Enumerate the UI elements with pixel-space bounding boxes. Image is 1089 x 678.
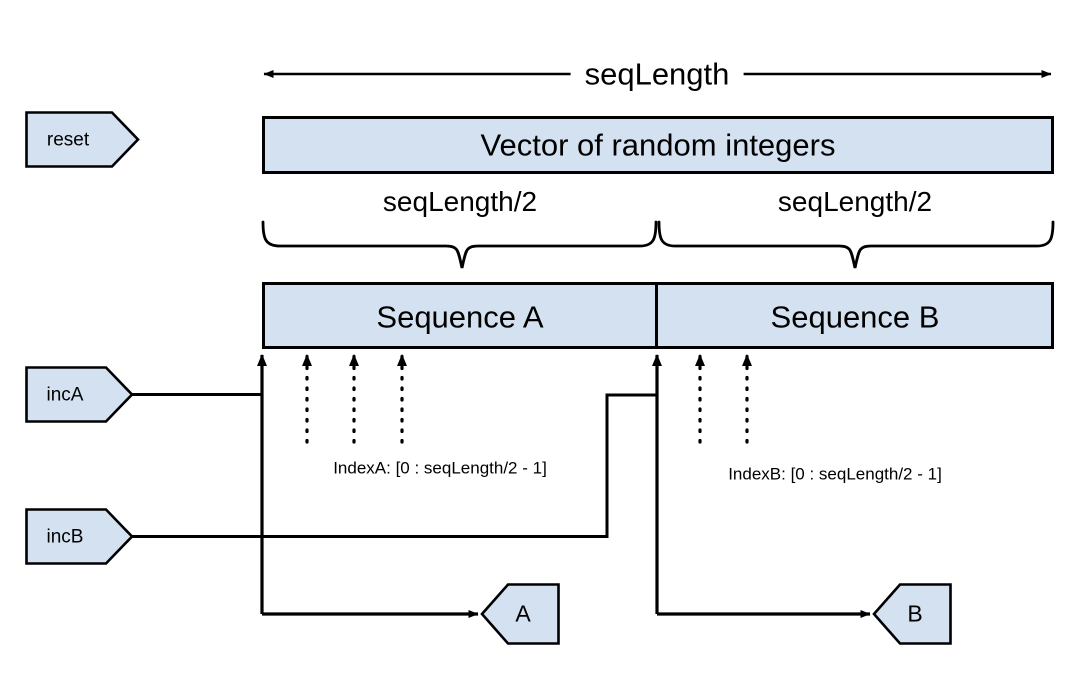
brace-right-half — [657, 220, 1055, 269]
sequence-a-label: Sequence A — [376, 299, 544, 335]
sequence-a-box[interactable] — [262, 282, 658, 349]
incb-port-shape[interactable] — [25, 508, 134, 565]
sequence-b-box[interactable] — [655, 282, 1054, 349]
index-a-range-label: IndexA: [0 : seqLength/2 - 1] — [333, 458, 547, 478]
sequence-b-label: Sequence B — [770, 299, 940, 335]
reset-port-label: reset — [46, 129, 90, 151]
brace-left-half — [261, 220, 658, 269]
output-a-port-label: A — [515, 600, 531, 627]
reset-port-shape[interactable] — [25, 111, 140, 168]
output-b-port-label: B — [907, 600, 923, 627]
inca-port-label: incA — [46, 384, 84, 406]
seqlength-half-left-label: seqLength/2 — [382, 186, 538, 217]
incb-connector-line — [132, 393, 657, 538]
seqlength-span-label: seqLength — [570, 58, 744, 90]
index-b-range-label: IndexB: [0 : seqLength/2 - 1] — [728, 464, 942, 484]
output-a-port-shape[interactable] — [480, 583, 560, 645]
output-b-port-shape[interactable] — [872, 583, 952, 645]
incb-port-label: incB — [46, 526, 84, 548]
vector-box[interactable] — [262, 116, 1054, 174]
vector-box-label: Vector of random integers — [480, 127, 836, 163]
inca-port-shape[interactable] — [25, 366, 134, 423]
seqlength-half-right-label: seqLength/2 — [777, 186, 933, 217]
